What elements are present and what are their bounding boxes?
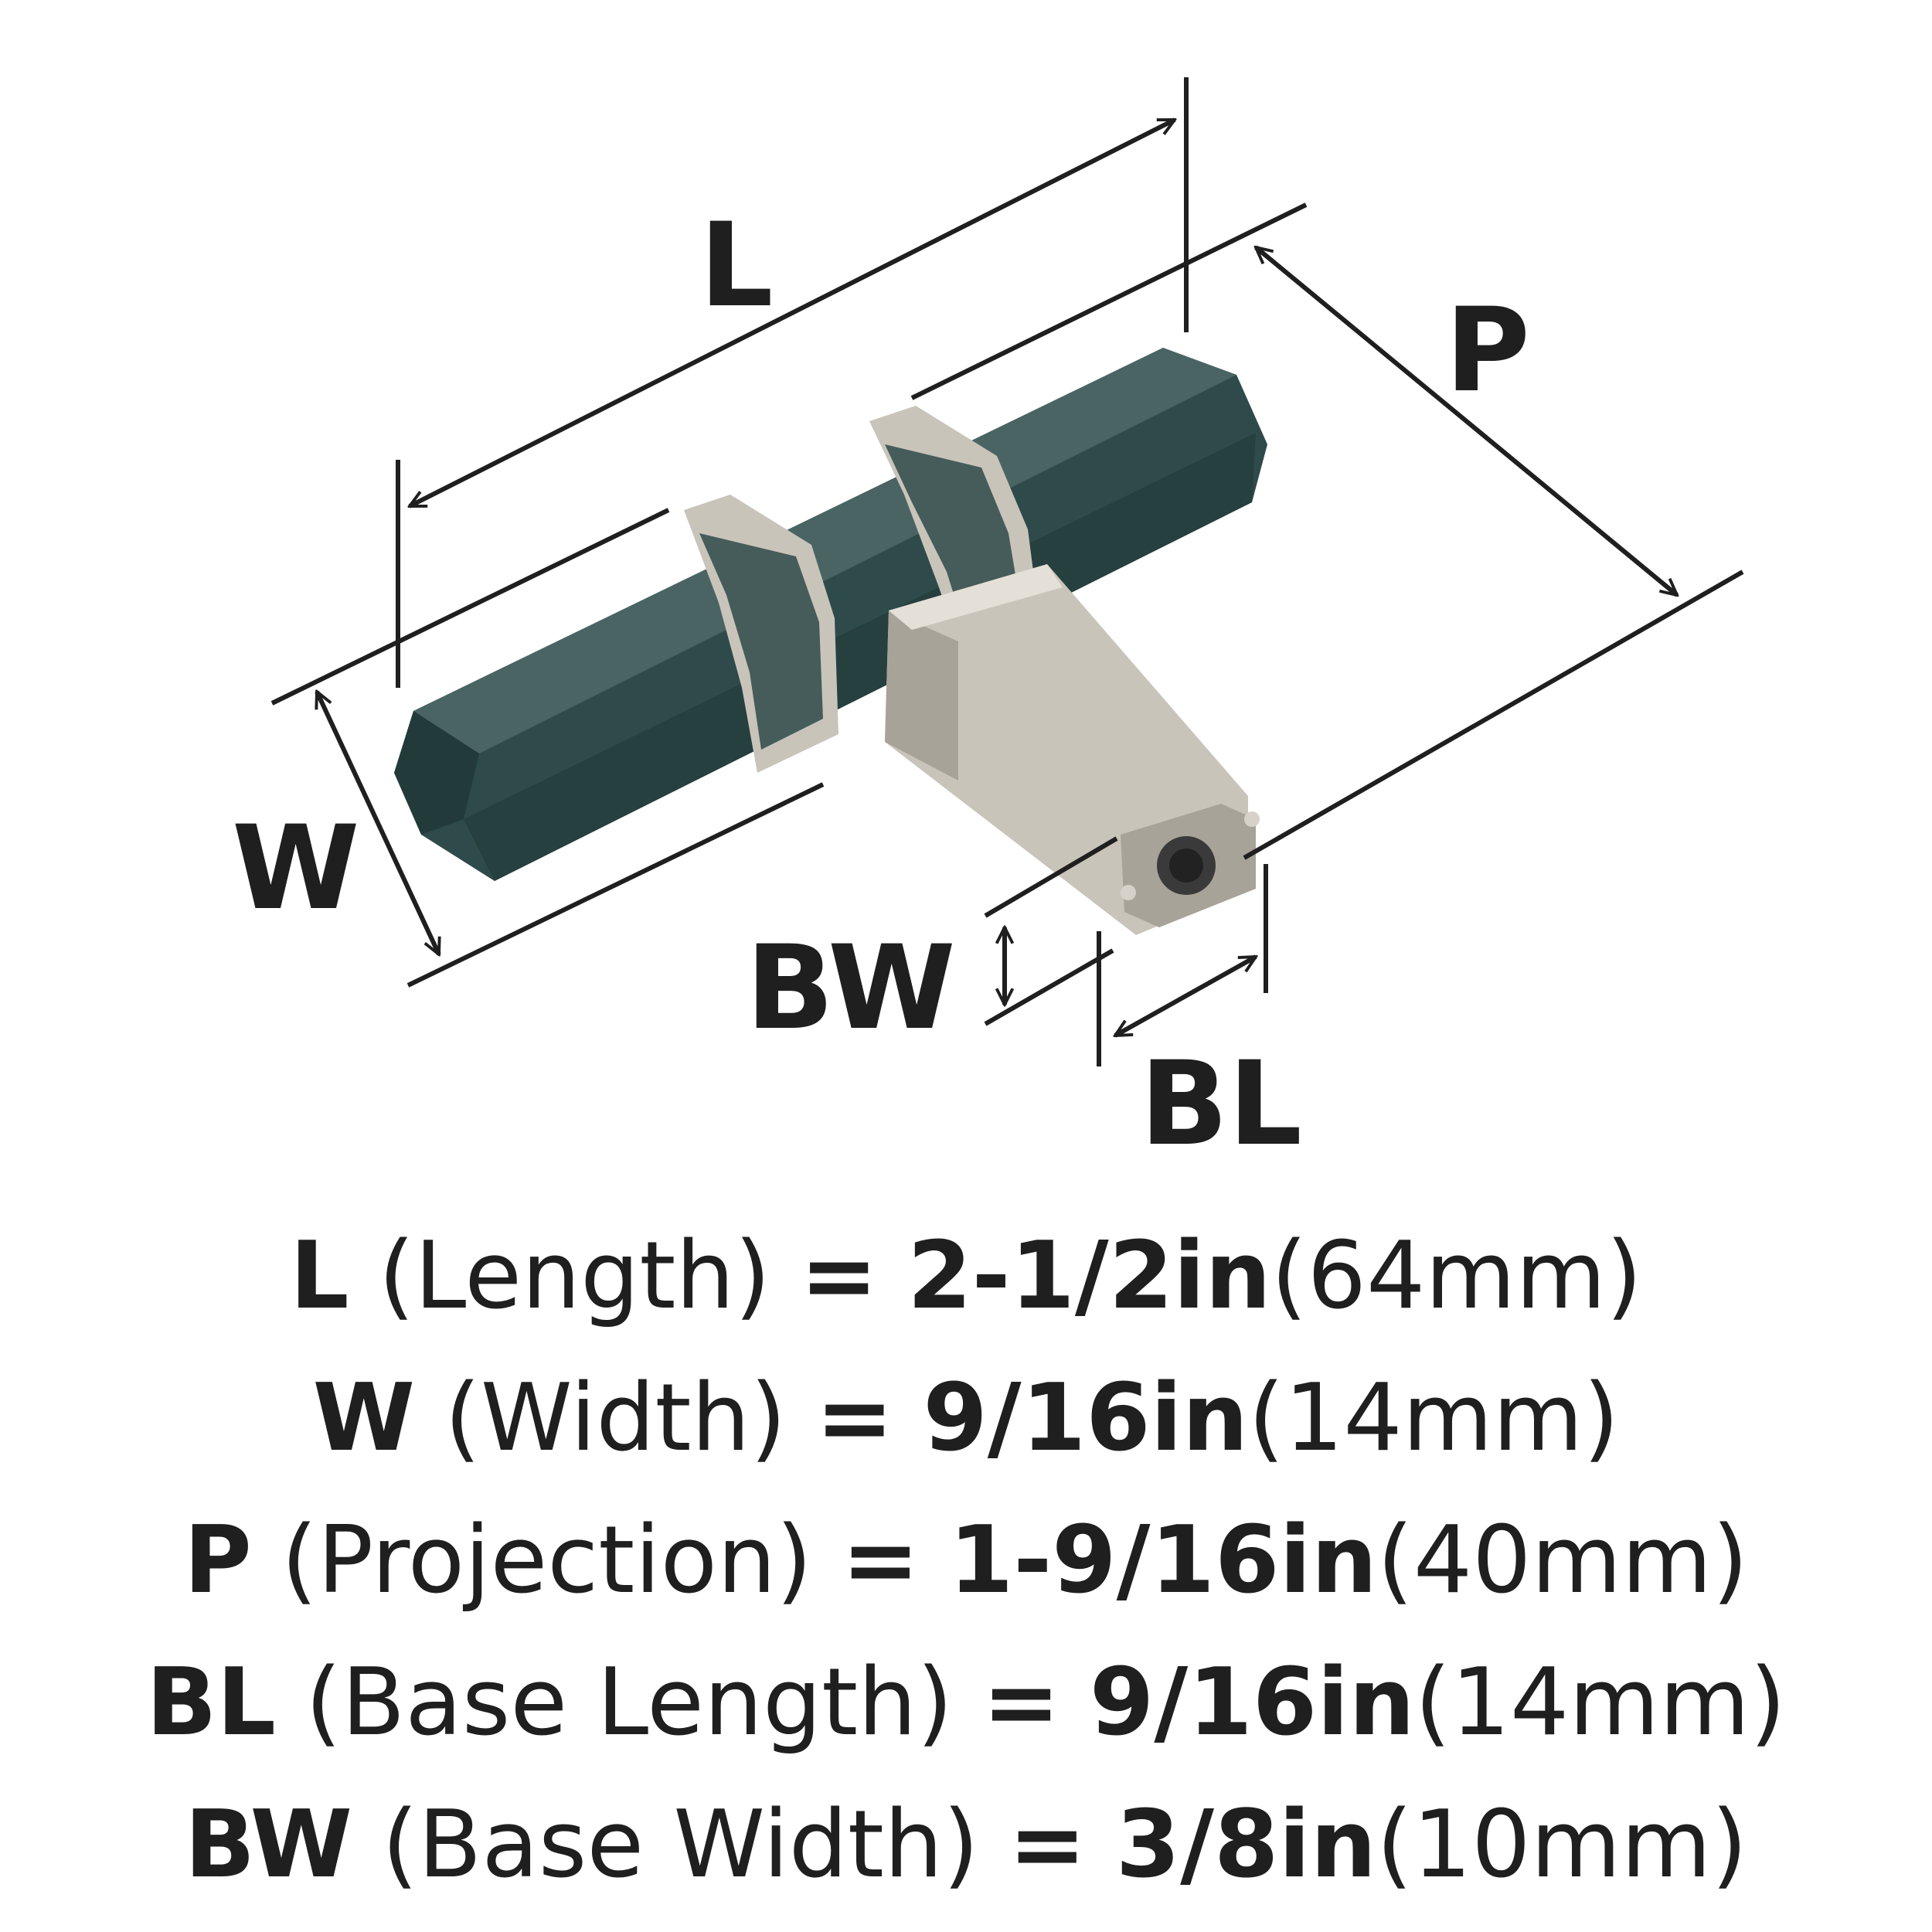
spec-abbr: BL xyxy=(146,1649,276,1757)
base-length-dimension-line xyxy=(1115,954,1256,1038)
spec-desc: (Width) xyxy=(444,1365,787,1472)
spec-abbr: W xyxy=(312,1365,416,1472)
spec-row-base-length: BL (Base Length) = 9/16in(14mm) xyxy=(146,1632,1786,1774)
spec-metric: (64mm) xyxy=(1270,1223,1642,1330)
spec-row-projection: P (Projection) = 1-9/16in(40mm) xyxy=(184,1490,1748,1632)
spec-equals: = xyxy=(815,1365,894,1472)
width-dimension-line xyxy=(315,692,441,954)
projection-dimension-line xyxy=(1256,247,1677,595)
width-extension-top xyxy=(270,508,670,706)
dimension-specs: L (Length) = 2-1/2in(64mm) W (Width) = 9… xyxy=(0,1206,1932,1917)
knob-base-stem-side xyxy=(885,611,958,781)
knob-bar-bottom-facet xyxy=(464,433,1256,881)
spec-imperial: 1-9/16in xyxy=(948,1507,1378,1614)
knob-collar-left-inner xyxy=(699,533,823,750)
spec-imperial: 9/16in xyxy=(923,1365,1249,1472)
width-extension-bottom xyxy=(406,782,825,988)
width-label: W xyxy=(232,801,359,936)
spec-imperial: 9/16in xyxy=(1089,1649,1415,1757)
t-knob-illustration xyxy=(394,348,1267,935)
spec-imperial: 3/8in xyxy=(1115,1791,1377,1899)
spec-metric: (40mm) xyxy=(1377,1507,1749,1614)
base-width-extension-bottom xyxy=(984,948,1114,1026)
dimension-diagram: L P W BW BL xyxy=(232,77,1744,1172)
dimension-lines xyxy=(270,77,1744,1066)
projection-extension-top xyxy=(910,202,1308,400)
spec-desc: (Projection) xyxy=(281,1507,812,1614)
spec-imperial: 2-1/2in xyxy=(907,1223,1271,1330)
spec-equals: = xyxy=(842,1507,920,1614)
length-dimension-line xyxy=(410,117,1175,509)
knob-pin-bottom xyxy=(1121,885,1136,900)
spec-row-width: W (Width) = 9/16in(14mm) xyxy=(313,1348,1620,1490)
knob-pin-top xyxy=(1244,811,1260,827)
base-length-label: BL xyxy=(1140,1037,1302,1172)
base-width-extension-top xyxy=(984,836,1118,918)
spec-metric: (10mm) xyxy=(1376,1791,1748,1899)
spec-abbr: P xyxy=(183,1507,252,1614)
spec-desc: (Base Width) xyxy=(382,1791,979,1899)
projection-extension-bottom xyxy=(1243,570,1744,860)
spec-abbr: BW xyxy=(184,1791,353,1899)
knob-screw-hole-inner xyxy=(1169,849,1203,883)
spec-desc: (Base Length) xyxy=(305,1649,954,1757)
spec-equals: = xyxy=(800,1223,878,1330)
spec-metric: (14mm) xyxy=(1414,1649,1786,1757)
spec-row-length: L (Length) = 2-1/2in(64mm) xyxy=(290,1206,1642,1348)
spec-equals: = xyxy=(1008,1791,1087,1899)
spec-abbr: L xyxy=(290,1223,349,1330)
length-label: L xyxy=(699,199,774,333)
spec-metric: (14mm) xyxy=(1248,1365,1620,1472)
base-width-label: BW xyxy=(746,921,956,1056)
spec-equals: = xyxy=(982,1649,1060,1757)
spec-row-base-width: BW (Base Width) = 3/8in(10mm) xyxy=(185,1774,1747,1917)
projection-label: P xyxy=(1445,284,1530,418)
knob-base-stem-top xyxy=(889,564,1063,630)
spec-desc: (Length) xyxy=(378,1223,771,1330)
